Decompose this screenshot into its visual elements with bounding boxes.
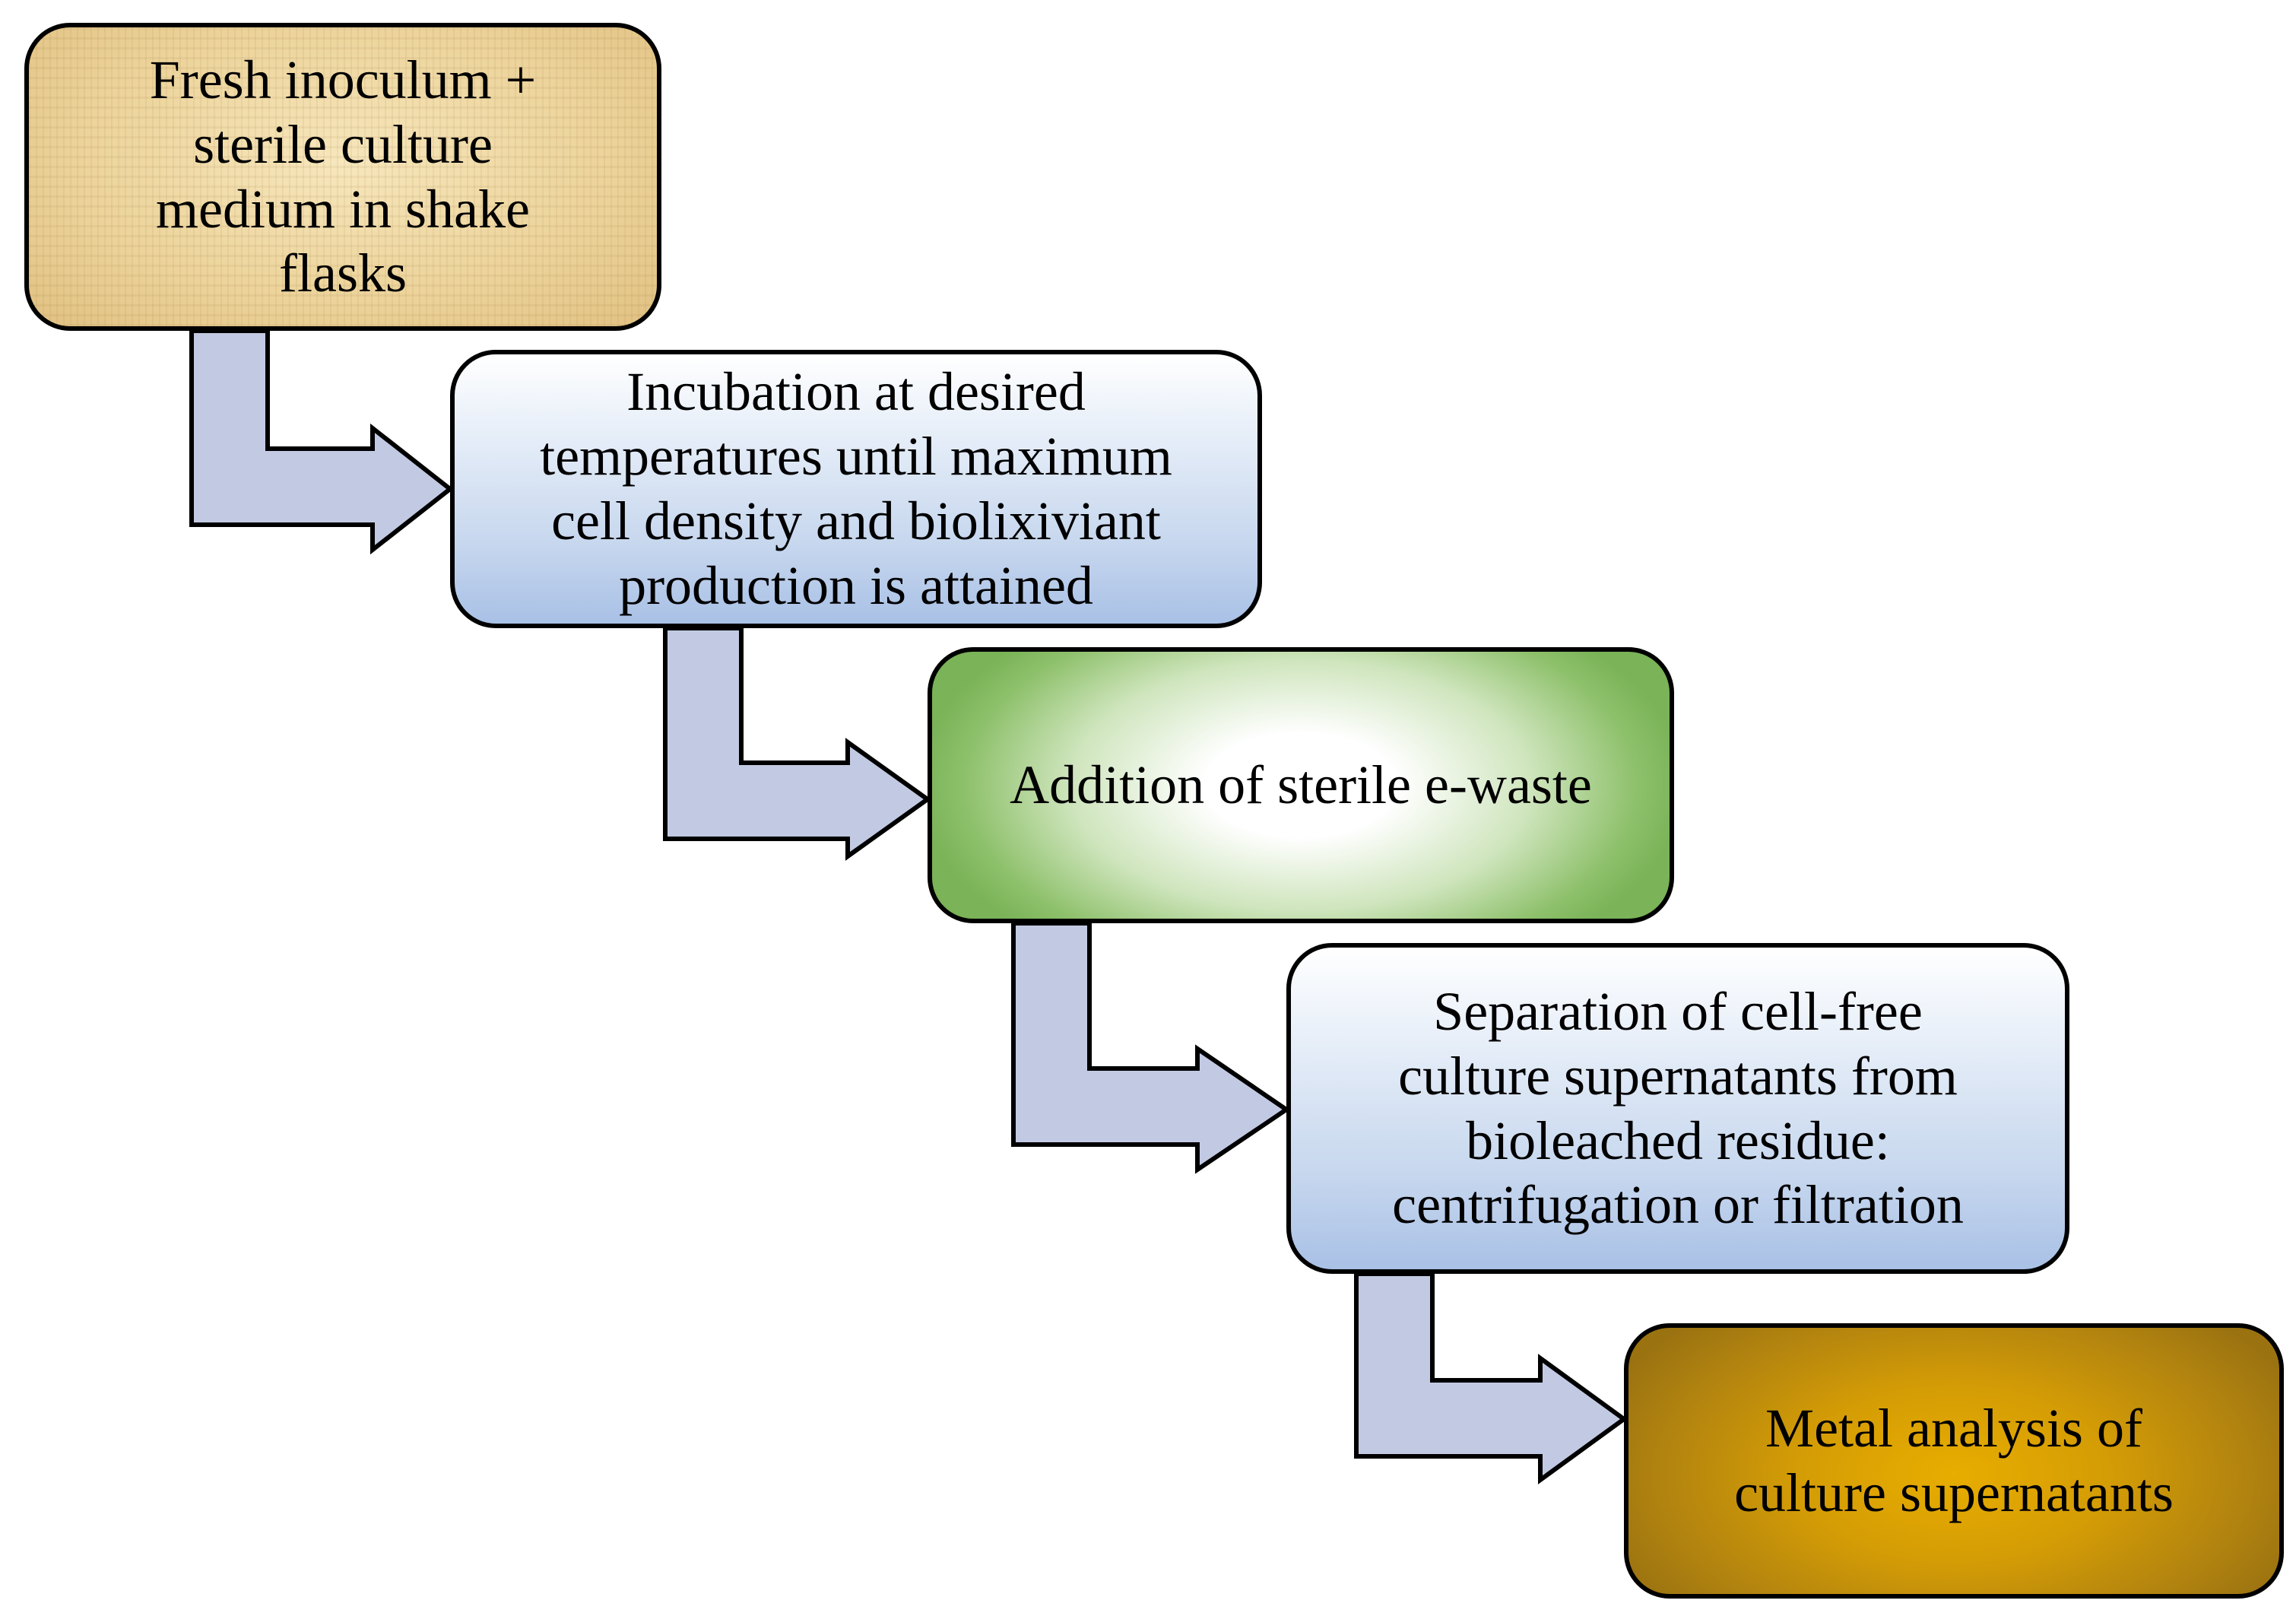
step-5-box: Metal analysis of culture supernatants: [1624, 1323, 2284, 1599]
step-4-text: Separation of cell-free culture supernat…: [1392, 980, 1964, 1238]
step-2-line: cell density and biolixiviant: [551, 491, 1161, 551]
step-1-line: medium in shake: [156, 178, 530, 240]
step-2-text: Incubation at desired temperatures until…: [540, 360, 1172, 618]
step-1-box: Fresh inoculum + sterile culture medium …: [24, 23, 661, 331]
connector-arrow-3: [1011, 921, 1291, 1174]
connector-arrow-2: [663, 626, 932, 861]
step-1-text: Fresh inoculum + sterile culture medium …: [150, 48, 537, 306]
step-1-line: Fresh inoculum +: [149, 49, 537, 110]
step-4-line: bioleached residue:: [1466, 1110, 1890, 1171]
step-4-box: Separation of cell-free culture supernat…: [1286, 943, 2069, 1274]
step-2-line: Incubation at desired: [626, 361, 1086, 423]
step-2-line: production is attained: [619, 554, 1093, 616]
step-5-text: Metal analysis of culture supernatants: [1734, 1396, 2174, 1526]
step-1-line: sterile culture: [193, 113, 493, 175]
step-3-text: Addition of sterile e-waste: [1010, 753, 1592, 818]
connector-arrow-1: [189, 329, 454, 555]
step-4-line: Separation of cell-free: [1433, 980, 1923, 1042]
step-4-line: culture supernatants from: [1398, 1045, 1958, 1107]
step-5-line: culture supernatants: [1734, 1462, 2174, 1523]
step-2-line: temperatures until maximum: [540, 426, 1172, 487]
step-1-line: flasks: [279, 243, 407, 304]
step-4-line: centrifugation or filtration: [1392, 1174, 1964, 1236]
step-3-line: Addition of sterile e-waste: [1010, 754, 1592, 816]
step-2-box: Incubation at desired temperatures until…: [450, 350, 1262, 628]
connector-arrow-4: [1354, 1272, 1628, 1484]
step-3-box: Addition of sterile e-waste: [928, 647, 1674, 923]
step-5-line: Metal analysis of: [1765, 1398, 2142, 1459]
